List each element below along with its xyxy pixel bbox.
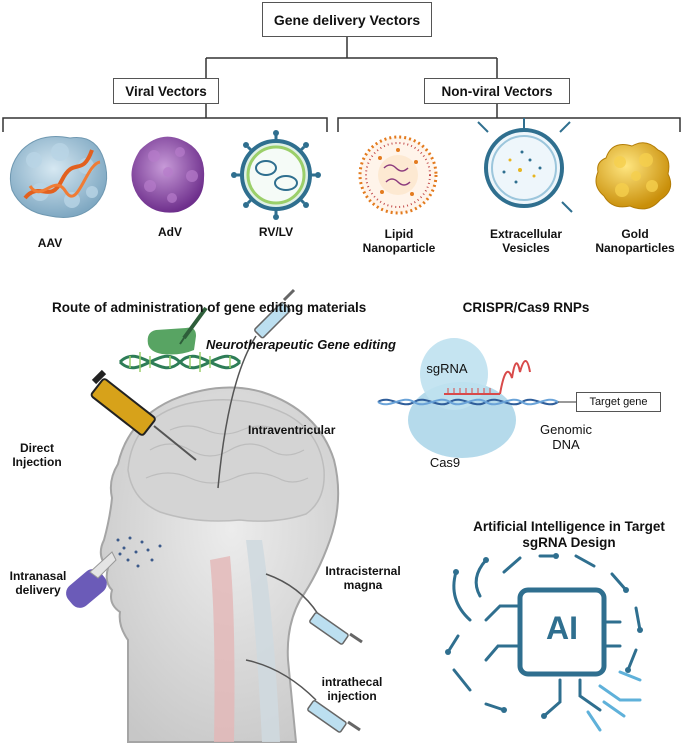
- viral-vectors-box: Viral Vectors: [113, 78, 219, 104]
- gold-nanoparticle: [595, 142, 672, 210]
- hand-pen-icon: [147, 306, 208, 355]
- intracisternal-syringe: [265, 573, 363, 645]
- tree-connectors: [2, 37, 681, 132]
- ai-circuit-nodes: [445, 553, 643, 719]
- intracisternal-label: Intracisternal magna: [325, 564, 401, 592]
- genomic-dna: [377, 398, 559, 406]
- title-box: Gene delivery Vectors: [262, 2, 432, 37]
- nonviral-vectors-box: Non-viral Vectors: [424, 78, 570, 104]
- head-silhouette: [99, 386, 340, 743]
- aav-label: AAV: [37, 236, 63, 250]
- ai-chip-label: AI: [546, 610, 578, 646]
- direct-injection-syringe: [90, 369, 197, 461]
- intrathecal-syringe: [245, 659, 361, 733]
- intrathecal-label: intrathecal injection: [321, 675, 383, 703]
- neuro-gene-editing-label: Neurotherapeutic Gene editing: [206, 337, 396, 352]
- extracellular-vesicle: [477, 118, 573, 213]
- intraventricular-label: Intraventricular: [248, 423, 336, 437]
- cas9-protein: [408, 338, 516, 458]
- intraventricular-syringe: [217, 288, 296, 489]
- intranasal-spray: [66, 551, 117, 608]
- lipid-label: Lipid Nanoparticle: [362, 227, 436, 255]
- ai-brain-circuit-light: [586, 670, 642, 732]
- direct-injection-label: Direct Injection: [12, 441, 62, 469]
- ai-brain-circuit: [446, 554, 642, 718]
- rvlv-label: RV/LV: [258, 225, 294, 239]
- ai-chip: [517, 587, 607, 677]
- sgrna-label: sgRNA: [426, 361, 468, 376]
- sgrna-strand: [444, 360, 531, 395]
- crispr-title: CRISPR/Cas9 RNPs: [462, 300, 590, 315]
- dna-helix-neuro: [118, 352, 242, 372]
- adv-particle: [131, 136, 205, 213]
- rvlv-particle: [231, 130, 321, 220]
- aav-particle: [9, 136, 108, 218]
- intranasal-label: Intranasal delivery: [9, 569, 67, 597]
- genomic-dna-label: Genomic DNA: [539, 422, 593, 452]
- cas9-label: Cas9: [429, 455, 461, 470]
- adv-label: AdV: [158, 225, 182, 239]
- ai-title: Artificial Intelligence in Target sgRNA …: [473, 519, 665, 550]
- ev-label: Extracellular Vesicles: [489, 227, 563, 255]
- lipid-nanoparticle: [358, 135, 438, 215]
- route-title: Route of administration of gene editing …: [52, 300, 367, 315]
- gold-label: Gold Nanoparticles: [595, 227, 675, 255]
- target-gene-box: Target gene: [576, 392, 661, 412]
